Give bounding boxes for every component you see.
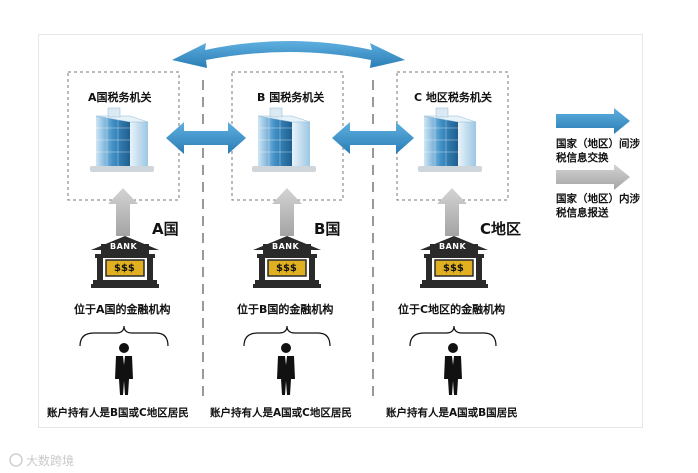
exchange-arrow-b-c (332, 122, 414, 154)
country-label-b: B国 (314, 220, 341, 238)
country-label-c: C地区 (480, 220, 522, 238)
exchange-arrow-a-b (166, 122, 246, 154)
holder-label-b: 账户持有人是A国或C地区居民 (210, 407, 352, 419)
institution-label-a: 位于A国的金融机构 (74, 303, 171, 316)
building-c-icon (417, 107, 483, 173)
reporting-arrow-a (108, 188, 138, 236)
bank-c-vault: $$$ (443, 263, 464, 274)
diagram-canvas (38, 34, 643, 428)
brace-a (79, 325, 169, 347)
authority-title-a: A国税务机关 (88, 91, 152, 104)
holder-label-c: 账户持有人是A国或B国居民 (386, 407, 518, 419)
bank-a-sign: BANK (110, 242, 138, 251)
account-holder-a-icon (115, 343, 133, 395)
reporting-arrow-b (272, 188, 302, 236)
legend-reporting-arrow (556, 164, 630, 190)
brace-c (409, 325, 497, 347)
country-label-a: A国 (152, 220, 179, 238)
institution-label-b: 位于B国的金融机构 (237, 303, 334, 316)
bank-c-sign: BANK (439, 242, 467, 251)
legend-reporting-label: 国家（地区）内涉税信息报送 (556, 193, 640, 219)
institution-label-c: 位于C地区的金融机构 (398, 303, 506, 316)
legend-exchange-arrow (556, 108, 630, 134)
holder-label-a: 账户持有人是B国或C地区居民 (47, 407, 189, 419)
account-holder-c-icon (444, 343, 462, 395)
watermark-text: 大数跨境 (26, 454, 75, 468)
bank-b-sign: BANK (272, 242, 300, 251)
bank-b-vault: $$$ (276, 263, 297, 274)
exchange-arrow-a-c (172, 41, 405, 68)
building-a-icon (89, 107, 155, 173)
bank-a-vault: $$$ (114, 263, 135, 274)
watermark-logo-icon (9, 453, 23, 467)
building-b-icon (251, 107, 317, 173)
brace-b (243, 325, 331, 347)
reporting-arrow-c (437, 188, 467, 236)
authority-title-c: C 地区税务机关 (414, 91, 492, 104)
authority-title-b: B 国税务机关 (257, 91, 325, 104)
legend-exchange-label: 国家（地区）间涉税信息交换 (556, 138, 640, 164)
account-holder-b-icon (277, 343, 295, 395)
